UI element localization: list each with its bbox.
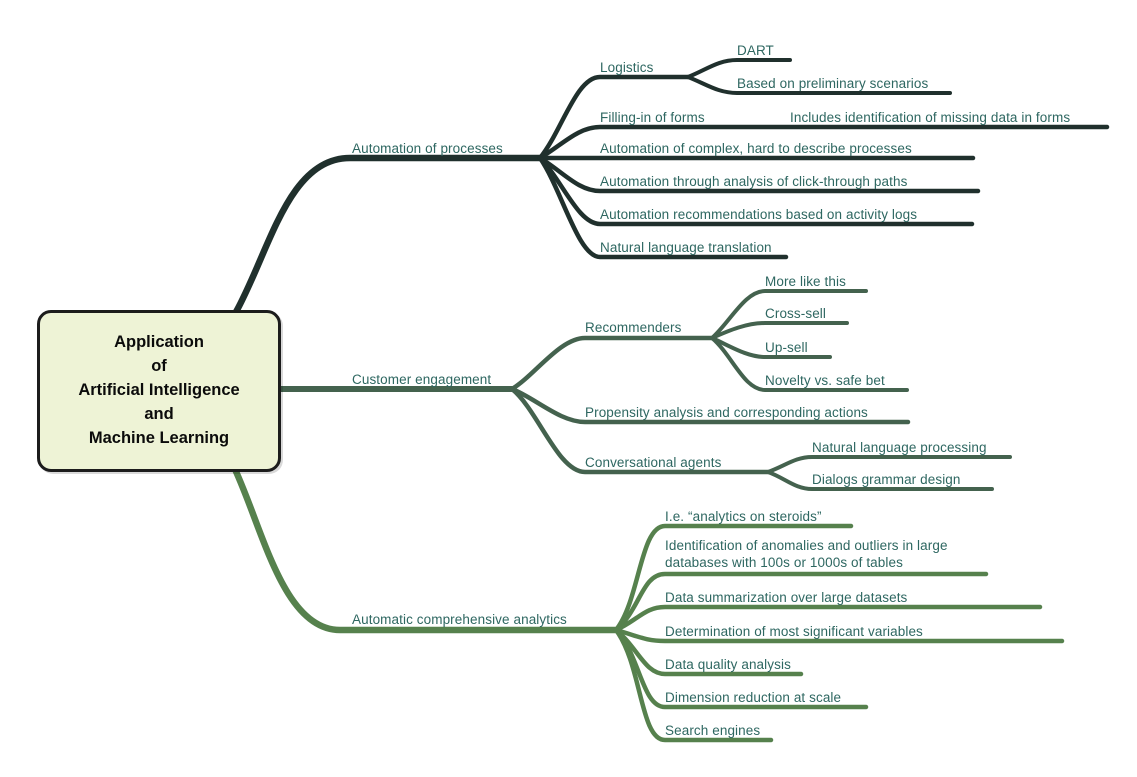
branch-connector: [710, 289, 868, 340]
branch-connector: [686, 75, 952, 95]
branch-connector: [710, 336, 909, 392]
node-more-like-this[interactable]: More like this: [765, 274, 846, 289]
node-customer-engagement[interactable]: Customer engagement: [352, 372, 492, 387]
node-based-on-preliminary-scenarios[interactable]: Based on preliminary scenarios: [737, 76, 929, 91]
branch-connector: [613, 627, 774, 743]
node-cross-sell[interactable]: Cross-sell: [765, 306, 827, 321]
node-natural-language-translation[interactable]: Natural language translation: [600, 240, 772, 255]
root-node[interactable]: Application of Artificial Intelligence a…: [37, 310, 281, 472]
node-propensity-analysis[interactable]: Propensity analysis and corresponding ac…: [585, 405, 868, 420]
node-logistics[interactable]: Logistics: [600, 60, 654, 75]
branch-connector: [509, 386, 911, 425]
node-natural-language-processing[interactable]: Natural language processing: [812, 440, 987, 455]
node-search-engines[interactable]: Search engines: [665, 723, 761, 738]
branch-connector: [229, 461, 620, 634]
node-dimension-reduction-at-scale[interactable]: Dimension reduction at scale: [665, 690, 842, 705]
node-novelty-vs-safe-bet[interactable]: Novelty vs. safe bet: [765, 373, 885, 388]
node-up-sell[interactable]: Up-sell: [765, 340, 808, 355]
branch-connector: [766, 455, 1012, 474]
branch-connector: [232, 154, 544, 316]
branch-connector: [509, 386, 771, 475]
branch-connector: [509, 335, 715, 392]
node-analytics-on-steroids[interactable]: I.e. “analytics on steroids”: [665, 509, 822, 524]
node-recommenders[interactable]: Recommenders: [585, 320, 682, 335]
node-conversational-agents[interactable]: Conversational agents: [585, 455, 722, 470]
branch-analytics-lines: [229, 461, 1065, 743]
branch-connector: [613, 627, 1065, 644]
node-data-quality-analysis[interactable]: Data quality analysis: [665, 657, 791, 672]
node-automation-click-through-paths[interactable]: Automation through analysis of click-thr…: [600, 174, 908, 189]
node-dialogs-grammar-design[interactable]: Dialogs grammar design: [812, 472, 961, 487]
node-automation-complex-processes[interactable]: Automation of complex, hard to describe …: [600, 141, 912, 156]
node-dart[interactable]: DART: [737, 43, 774, 58]
branch-connector: [686, 58, 792, 79]
branch-connector: [537, 124, 1110, 161]
node-includes-identification-missing-data[interactable]: Includes identification of missing data …: [790, 110, 1071, 125]
branch-connector: [766, 470, 994, 491]
root-node-title: Application of Artificial Intelligence a…: [78, 333, 240, 447]
node-automation-recommendations-activity-logs[interactable]: Automation recommendations based on acti…: [600, 207, 918, 222]
branch-automation-lines: [232, 58, 1110, 316]
branch-connector: [613, 523, 854, 633]
node-filling-in-of-forms[interactable]: Filling-in of forms: [600, 110, 705, 125]
node-data-summarization[interactable]: Data summarization over large datasets: [665, 590, 908, 605]
branch-connector: [613, 604, 1043, 633]
node-automatic-comprehensive-analytics[interactable]: Automatic comprehensive analytics: [352, 612, 567, 627]
branch-connector: [537, 155, 789, 260]
branch-connector: [537, 74, 691, 161]
node-identification-anomalies-outliers[interactable]: Identification of anomalies and outliers…: [665, 538, 948, 571]
branch-connector: [537, 155, 981, 194]
branch-connector: [710, 321, 849, 340]
branch-connector: [613, 571, 989, 633]
node-automation-of-processes[interactable]: Automation of processes: [352, 141, 503, 156]
branch-customer-lines: [277, 289, 1012, 491]
node-determination-significant-variables[interactable]: Determination of most significant variab…: [665, 624, 923, 639]
